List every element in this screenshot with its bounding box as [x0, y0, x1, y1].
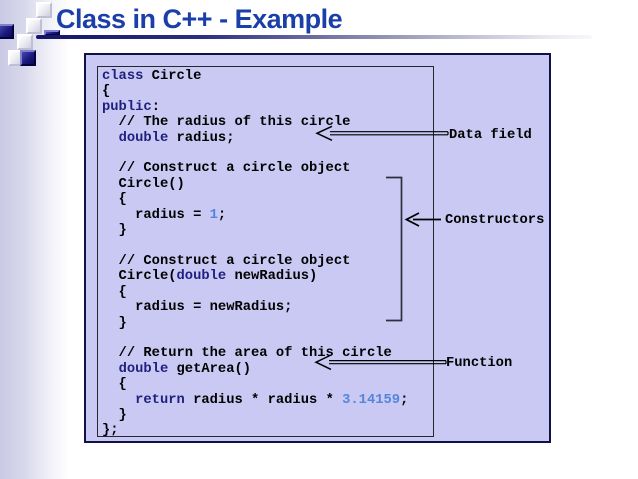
code-line	[102, 331, 433, 346]
code-line: radius = 1;	[102, 207, 227, 223]
code-line	[102, 238, 433, 253]
code-box: class Circle{public: // The radius of th…	[97, 66, 434, 437]
decor-square	[17, 34, 33, 50]
code-line: };	[102, 423, 119, 437]
code-line: radius = newRadius;	[102, 300, 293, 316]
slide-title: Class in C++ - Example	[56, 4, 343, 34]
decor-square	[26, 18, 42, 34]
code-line: }	[102, 223, 127, 239]
code-line: // Return the area of this circle	[102, 346, 392, 362]
title-underline	[36, 35, 592, 39]
decor-square	[0, 24, 14, 39]
code-line: {	[102, 284, 127, 300]
code-line: Circle(double newRadius)	[102, 269, 318, 285]
code-line: {	[102, 84, 111, 100]
code-line: public:	[102, 99, 160, 115]
decor-square	[36, 2, 52, 18]
code-line: // Construct a circle object	[102, 253, 351, 269]
annotation-function: Function	[446, 356, 513, 371]
code-line: // Construct a circle object	[102, 161, 351, 177]
left-gradient-strip	[0, 0, 82, 479]
code-listing: class Circle{public: // The radius of th…	[102, 69, 433, 437]
code-line: {	[102, 192, 127, 208]
code-line	[102, 146, 433, 161]
annotation-constructors: Constructors	[445, 213, 545, 228]
code-line: double radius;	[118, 130, 235, 146]
decor-square	[20, 50, 36, 66]
code-line: }	[102, 315, 127, 331]
code-line: return radius * radius * 3.14159;	[135, 392, 409, 408]
code-line: }	[102, 407, 127, 423]
code-line: class Circle	[102, 69, 202, 84]
annotation-data-field: Data field	[449, 128, 532, 143]
code-line: Circle()	[102, 176, 185, 192]
code-line: double getArea()	[118, 361, 252, 377]
code-line: {	[102, 377, 127, 393]
code-line: // The radius of this circle	[102, 115, 351, 131]
